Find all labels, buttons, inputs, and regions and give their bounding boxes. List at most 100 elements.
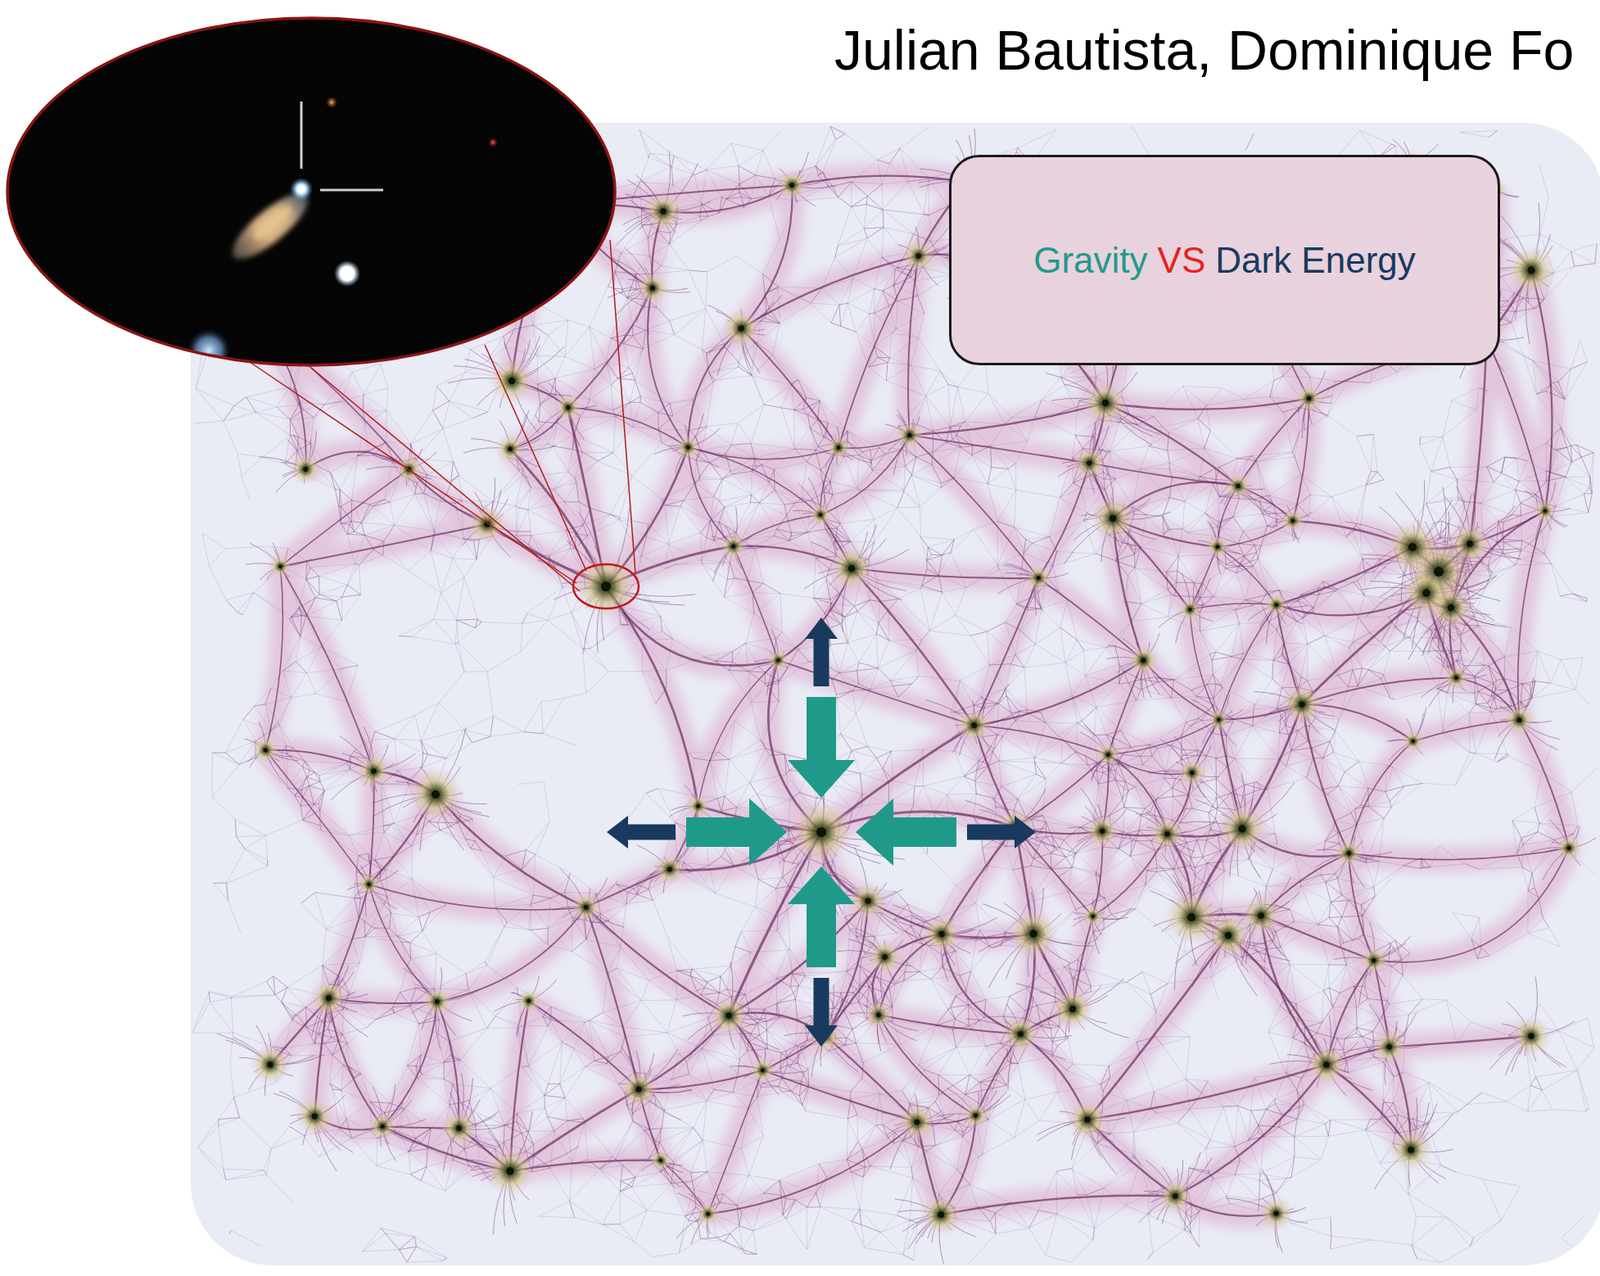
halo-glow <box>440 1109 478 1147</box>
filament <box>510 1000 529 1171</box>
filament <box>733 546 779 660</box>
box-text: VS <box>1157 239 1207 281</box>
halo-core <box>760 1067 765 1072</box>
halo-glow <box>495 433 525 464</box>
halo-glow <box>1510 1015 1552 1057</box>
halo-core <box>508 377 516 385</box>
halo-glow <box>708 994 750 1036</box>
halo-glow <box>653 853 687 886</box>
filament <box>733 515 821 547</box>
halo-core <box>1036 575 1041 580</box>
magnifier-ground <box>7 18 615 366</box>
leader-line <box>249 361 577 584</box>
halo-glow <box>1095 741 1121 767</box>
halo-glow <box>1502 703 1536 737</box>
halo-core <box>776 658 780 662</box>
halo-glow <box>619 1070 659 1109</box>
filament <box>435 794 587 908</box>
gravity-arrow <box>686 798 787 866</box>
filament <box>1389 1035 1532 1047</box>
filament <box>369 884 438 1002</box>
crosshair-line <box>300 101 303 169</box>
halo-core <box>1099 828 1105 834</box>
halo-glow <box>721 308 761 349</box>
halo-core <box>1172 1193 1178 1198</box>
halo-core <box>705 1211 710 1216</box>
filament <box>1217 546 1277 606</box>
halo-glow <box>719 532 748 561</box>
halo-glow <box>251 736 280 764</box>
halo-core <box>1346 850 1352 855</box>
halo-core <box>1306 396 1311 401</box>
halo-core <box>1102 399 1109 407</box>
halo-glow <box>1533 499 1557 523</box>
halo-core <box>1029 929 1037 937</box>
halo-core <box>731 543 736 548</box>
filament <box>1038 578 1144 661</box>
halo-glow <box>1084 813 1121 849</box>
halo-core <box>913 1119 920 1126</box>
halo-glow <box>1072 446 1107 480</box>
halo-glow <box>1066 1098 1108 1140</box>
halo-core <box>1189 770 1194 775</box>
filament <box>328 998 383 1127</box>
halo-glow <box>1294 384 1324 413</box>
filament <box>851 568 975 726</box>
halo-core <box>1411 739 1415 743</box>
leader-line <box>484 344 587 571</box>
halo-core <box>1069 1005 1076 1013</box>
halo-glow <box>368 1111 398 1141</box>
halo-core <box>938 931 945 937</box>
box-text: Dark Energy <box>1215 239 1416 281</box>
filament <box>909 434 1090 463</box>
halo-core <box>876 1012 881 1017</box>
halo-core <box>1086 460 1092 466</box>
halo-glow <box>1428 584 1474 631</box>
halo-glow <box>1207 708 1230 731</box>
halo-core <box>1567 845 1572 850</box>
halo-glow <box>766 648 790 672</box>
halo-glow <box>635 271 669 305</box>
magnifier <box>7 18 615 372</box>
halo-core <box>1407 1146 1415 1153</box>
filament <box>437 907 587 1002</box>
halo-glow <box>484 1145 536 1197</box>
filament <box>1469 338 1488 544</box>
halo-glow <box>749 1057 776 1084</box>
filament <box>1105 397 1310 410</box>
filament <box>838 255 919 448</box>
halo-core <box>1257 912 1265 919</box>
halo-glow <box>1081 904 1105 928</box>
halo-core <box>1543 509 1547 513</box>
filament <box>698 659 779 806</box>
halo-glow <box>919 1193 962 1235</box>
halo-core <box>738 325 745 331</box>
filament <box>1219 605 1277 720</box>
filament <box>909 402 1106 435</box>
halo-core <box>635 1085 642 1092</box>
white-star <box>334 260 361 287</box>
filament <box>1107 719 1219 755</box>
filament <box>1518 719 1569 848</box>
filament <box>1531 270 1552 511</box>
halo-glow <box>1259 1195 1294 1230</box>
halo-core <box>1323 1061 1330 1068</box>
halo-glow <box>642 190 684 232</box>
filament <box>687 447 733 547</box>
halo-glow <box>1224 471 1252 500</box>
halo-glow <box>1001 1014 1040 1054</box>
halo-core <box>1109 515 1117 522</box>
halo-core <box>325 994 332 1001</box>
filament <box>820 434 910 515</box>
halo-glow <box>863 999 895 1031</box>
halo-glow <box>826 434 852 461</box>
filament <box>265 566 283 751</box>
halo-core <box>1274 602 1279 606</box>
halo-glow <box>894 420 925 450</box>
filament <box>1105 402 1239 486</box>
halo-glow <box>309 979 348 1017</box>
filament <box>1087 935 1229 1120</box>
halo-glow <box>898 1102 936 1141</box>
halo-glow <box>488 357 535 404</box>
halo-glow <box>1007 908 1059 959</box>
